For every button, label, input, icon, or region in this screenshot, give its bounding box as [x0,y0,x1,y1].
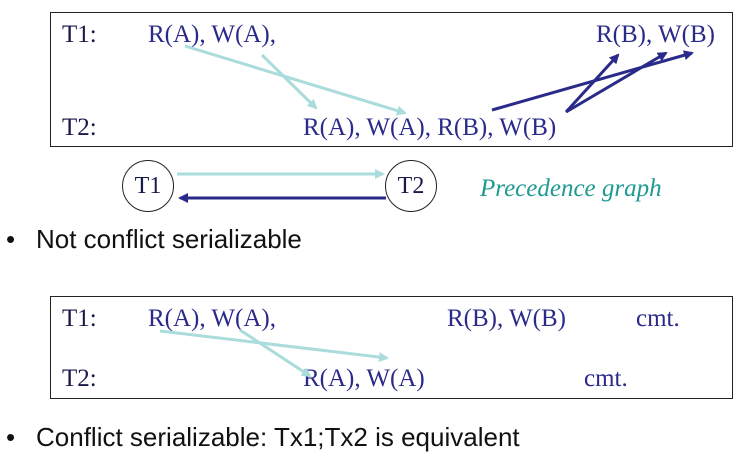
schedule-2-t1-ops-b: R(B), W(B) [447,305,566,332]
schedule-2-t2-commit: cmt. [584,365,628,392]
schedule-2-t1-commit: cmt. [636,305,680,332]
schedule-1-t1-ops-a: R(A), W(A), [148,21,276,48]
graph-node-t2-label: T2 [397,172,425,199]
schedule-2-t1-ops-a: R(A), W(A), [148,305,276,332]
graph-node-t1-label: T1 [134,172,162,199]
bullet-conflict-serializable: • Conflict serializable: Tx1;Tx2 is equiv… [6,422,520,453]
graph-node-t1: T1 [122,160,174,212]
schedule-2-t1-label: T1: [62,305,97,332]
bullet-dot-icon: • [6,224,16,254]
precedence-graph-caption: Precedence graph [480,175,662,202]
schedule-1-t2-ops: R(A), W(A), R(B), W(B) [303,114,557,141]
schedule-2-t2-label: T2: [62,365,97,392]
bullet-1-text: Not conflict serializable [36,224,302,254]
graph-node-t2: T2 [385,160,437,212]
schedule-2-t2-ops: R(A), W(A) [303,365,425,392]
bullet-dot-icon: • [6,422,16,452]
bullet-not-conflict-serializable: • Not conflict serializable [6,224,302,255]
schedule-1-t1-ops-b: R(B), W(B) [596,21,715,48]
schedule-1-t2-label: T2: [62,114,97,141]
schedule-1-t1-label: T1: [62,21,97,48]
bullet-2-text: Conflict serializable: Tx1;Tx2 is equiva… [36,422,520,452]
